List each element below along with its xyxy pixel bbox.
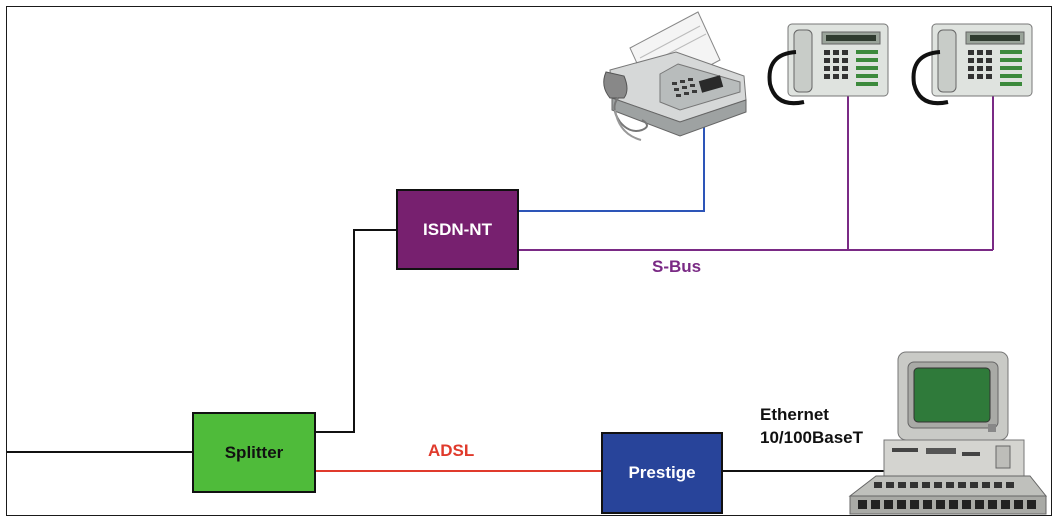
prestige-node: Prestige	[601, 432, 723, 514]
sbus-link-label: S-Bus	[652, 257, 702, 276]
isdn-nt-label: ISDN-NT	[423, 219, 492, 239]
splitter-node: Splitter	[192, 412, 316, 493]
prestige-label: Prestige	[628, 463, 696, 482]
adsl-link-label: ADSL	[428, 441, 475, 460]
splitter-to-isdn-line	[316, 229, 397, 433]
fax-line	[518, 105, 705, 212]
splitter-label: Splitter	[224, 442, 284, 462]
diagram-frame	[6, 6, 1052, 516]
ethernet-label-line-2: 10/100BaseT	[760, 428, 864, 447]
isdn-telephone-icon-2	[911, 23, 1033, 106]
desktop-computer-icon	[848, 351, 1048, 515]
isdn-nt-node: ISDN-NT	[396, 189, 519, 270]
connections	[7, 90, 994, 472]
fax-machine-icon	[603, 11, 747, 141]
isdn-telephone-icon-1	[767, 23, 889, 106]
ethernet-label-line-1: Ethernet	[760, 405, 829, 424]
